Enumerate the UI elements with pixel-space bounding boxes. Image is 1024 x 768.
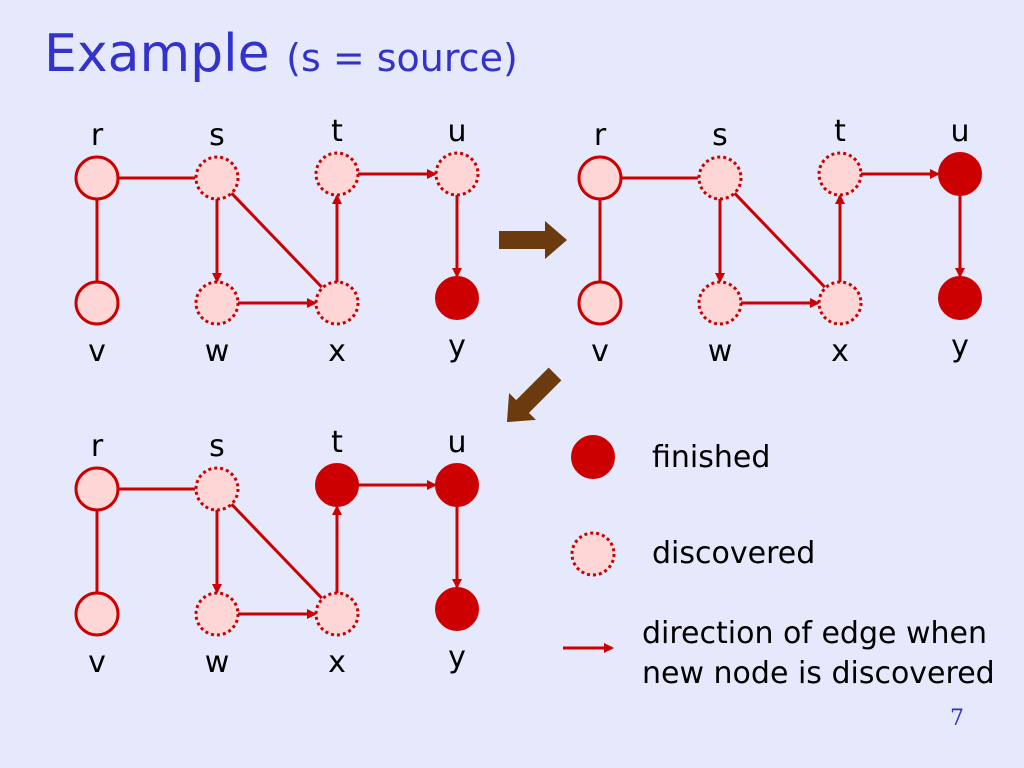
node-label-u: u — [447, 114, 466, 149]
node-label-r: r — [91, 429, 104, 464]
node-label-t: t — [834, 114, 846, 149]
node-label-x: x — [328, 645, 346, 680]
node-label-y: y — [951, 329, 969, 364]
node-w — [194, 280, 240, 326]
node-label-s: s — [209, 118, 225, 153]
transition-right-arrow — [499, 221, 567, 259]
legend-edge-label-line2: new node is discovered — [642, 656, 995, 691]
node-w — [194, 591, 240, 637]
node-label-w: w — [708, 334, 733, 369]
node-label-v: v — [88, 645, 106, 680]
node-label-r: r — [594, 118, 607, 153]
node-label-r: r — [91, 118, 104, 153]
slide-title: Example (s = source) — [44, 24, 518, 84]
node-u — [434, 151, 480, 197]
node-w — [697, 280, 743, 326]
node-label-y: y — [448, 329, 466, 364]
graph-state-2: r s t u v w x y — [577, 114, 982, 369]
node-label-v: v — [591, 334, 609, 369]
page-number: 7 — [950, 706, 964, 731]
node-v — [577, 280, 623, 326]
node-label-w: w — [205, 645, 230, 680]
node-s — [697, 155, 743, 201]
legend-finished-node — [571, 435, 615, 479]
legend-edge-label-line1: direction of edge when — [642, 616, 988, 651]
edge-s-x — [230, 192, 323, 289]
edge-s-x — [230, 503, 323, 600]
node-r — [577, 155, 623, 201]
node-y — [435, 276, 479, 320]
node-t — [817, 151, 863, 197]
node-x — [314, 591, 360, 637]
edge-s-x — [733, 192, 826, 289]
graph-state-3: r s t u v w x y — [74, 425, 479, 680]
node-s — [194, 155, 240, 201]
node-x — [817, 280, 863, 326]
node-v — [74, 280, 120, 326]
node-label-t: t — [331, 425, 343, 460]
graph-state-1: r s t u v w x y — [74, 114, 480, 369]
legend-finished-label: finished — [652, 440, 771, 475]
node-label-x: x — [328, 334, 346, 369]
node-x — [314, 280, 360, 326]
node-r — [74, 155, 120, 201]
node-label-w: w — [205, 334, 230, 369]
legend-discovered-label: discovered — [652, 536, 816, 571]
node-s — [194, 466, 240, 512]
node-r — [74, 466, 120, 512]
node-t — [315, 463, 359, 507]
node-label-v: v — [88, 334, 106, 369]
node-label-s: s — [712, 118, 728, 153]
node-label-t: t — [331, 114, 343, 149]
legend-discovered-node — [570, 531, 616, 577]
node-label-u: u — [447, 425, 466, 460]
node-label-s: s — [209, 429, 225, 464]
node-label-x: x — [831, 334, 849, 369]
node-v — [74, 591, 120, 637]
node-y — [938, 276, 982, 320]
node-u — [435, 463, 479, 507]
node-y — [435, 587, 479, 631]
title-source-note: (s = source) — [286, 36, 518, 80]
node-label-u: u — [950, 114, 969, 149]
transition-down-left-arrow — [506, 367, 562, 423]
node-u — [938, 152, 982, 196]
node-label-y: y — [448, 640, 466, 675]
node-t — [314, 151, 360, 197]
title-main: Example — [44, 24, 270, 84]
